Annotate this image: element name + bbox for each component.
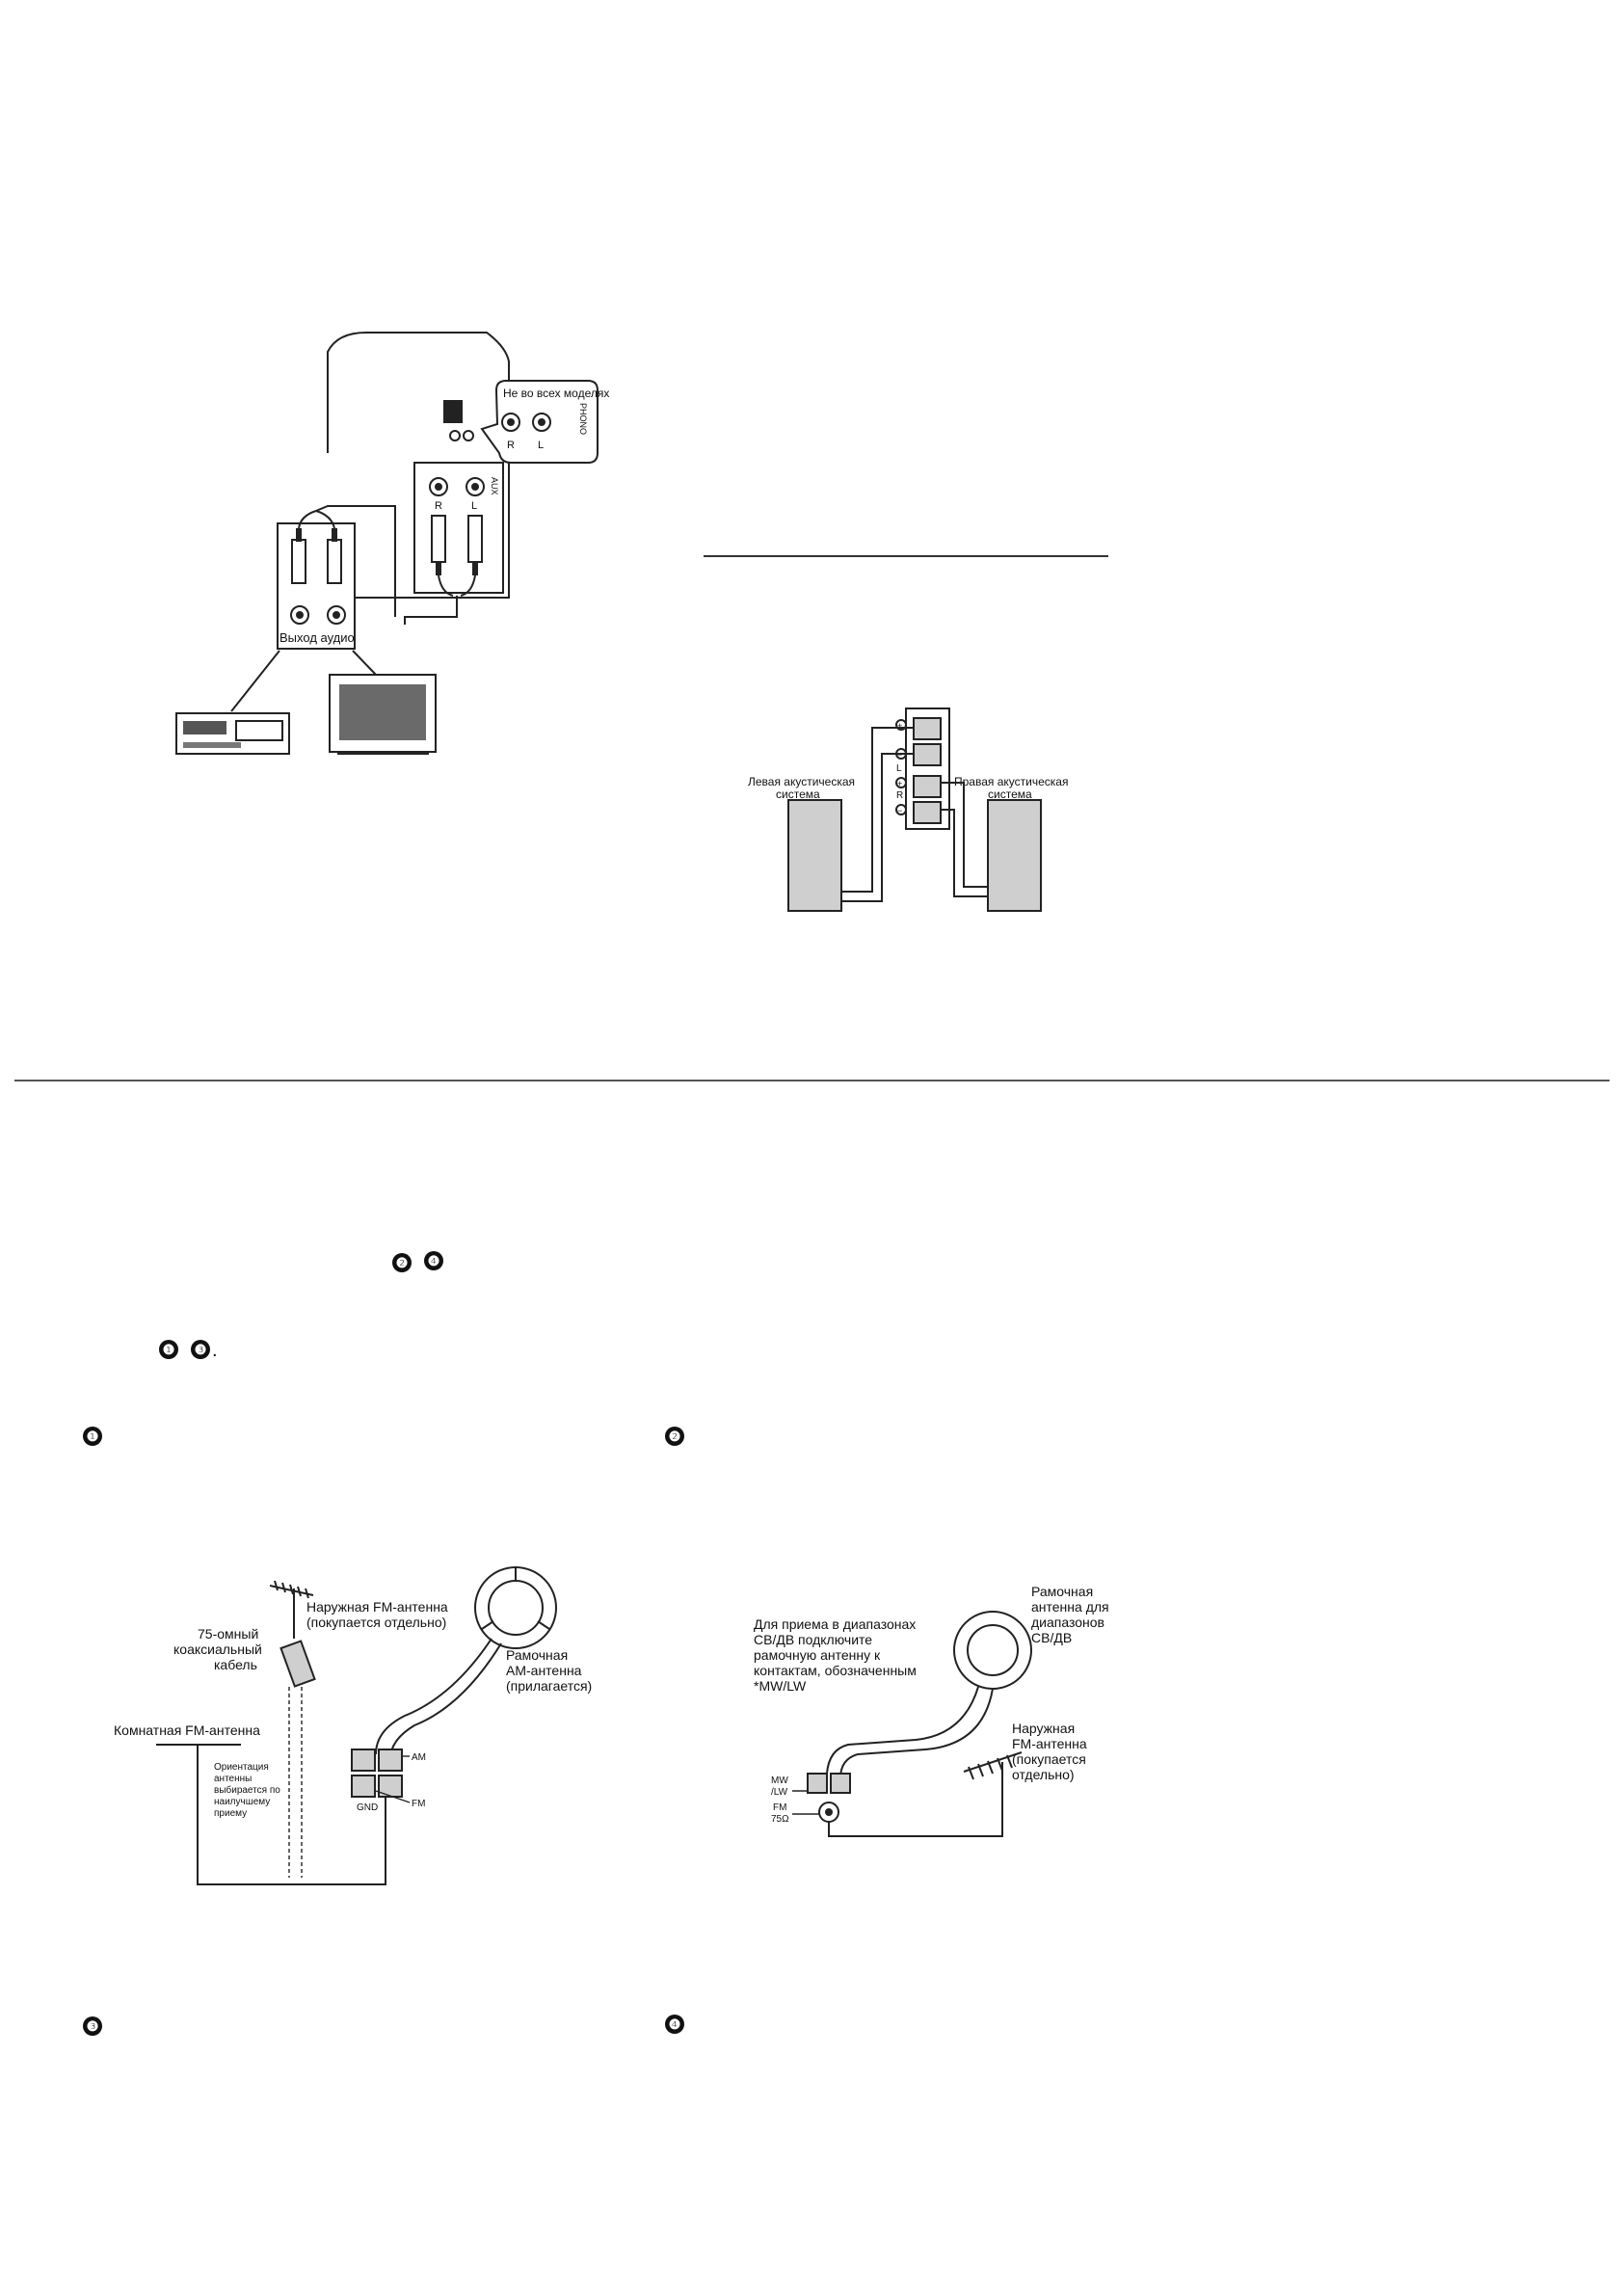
audio-out-label: Выход аудио xyxy=(279,630,355,645)
svg-text:кабель: кабель xyxy=(214,1657,257,1672)
antenna-terminal-am xyxy=(351,1749,376,1772)
svg-text:(покупается: (покупается xyxy=(1012,1751,1086,1767)
terminal-l-label: L xyxy=(896,763,902,774)
svg-text:MW: MW xyxy=(771,1775,788,1786)
svg-text:диапазонов: диапазонов xyxy=(1031,1615,1104,1630)
aux-vertical-label: AUX xyxy=(490,477,499,495)
svg-text:Ориентация: Ориентация xyxy=(214,1762,269,1773)
section-badge-4: ❹ xyxy=(665,2015,684,2034)
ref-badge-3: ❸ xyxy=(191,1340,210,1359)
svg-text:Рамочная: Рамочная xyxy=(1031,1584,1093,1599)
svg-text:антенна для: антенна для xyxy=(1031,1599,1109,1615)
svg-text:(прилагается): (прилагается) xyxy=(506,1678,592,1694)
svg-text:(покупается отдельно): (покупается отдельно) xyxy=(306,1615,446,1630)
svg-text:Наружная FM-антенна: Наружная FM-антенна xyxy=(306,1599,448,1615)
svg-text:рамочную антенну к: рамочную антенну к xyxy=(754,1647,881,1663)
phono-callout-text: Не во всех моделях xyxy=(503,387,609,400)
svg-text:−: − xyxy=(897,806,902,815)
section-badge-3: ❸ xyxy=(83,2016,102,2036)
svg-text:+: + xyxy=(897,779,902,788)
indoor-fm-label: Комнатная FM-антенна xyxy=(114,1722,260,1738)
svg-text:система: система xyxy=(776,788,820,801)
section-badge-2: ❷ xyxy=(665,1427,684,1446)
svg-text:антенны: антенны xyxy=(214,1774,252,1784)
svg-text:отдельно): отдельно) xyxy=(1012,1767,1075,1782)
svg-text:Рамочная: Рамочная xyxy=(506,1647,568,1663)
svg-text:GND: GND xyxy=(357,1802,378,1813)
coax-label: 75-омный xyxy=(198,1626,258,1642)
svg-text:/LW: /LW xyxy=(771,1787,788,1798)
coax-connector xyxy=(279,1640,316,1688)
svg-text:FM: FM xyxy=(773,1802,786,1813)
ref-badge-1: ❶ xyxy=(159,1340,178,1359)
svg-text:система: система xyxy=(988,788,1032,801)
svg-text:СВ/ДВ: СВ/ДВ xyxy=(1031,1630,1072,1645)
svg-text:FM: FM xyxy=(412,1799,425,1809)
aux-l-label: L xyxy=(471,500,477,512)
svg-text:АМ-антенна: АМ-антенна xyxy=(506,1663,582,1678)
terminal-r-label: R xyxy=(896,790,903,801)
svg-text:*MW/LW: *MW/LW xyxy=(754,1678,807,1694)
aux-jack-l xyxy=(463,430,474,441)
right-speaker xyxy=(987,799,1042,912)
phono-l-label: L xyxy=(538,440,544,451)
ref-badge-4: ❹ xyxy=(424,1251,443,1270)
phono-vertical-label: PHONO xyxy=(578,403,588,435)
ref-badge-2: ❷ xyxy=(392,1253,412,1272)
aux-jack-r xyxy=(449,430,461,441)
svg-text:FM-антенна: FM-антенна xyxy=(1012,1736,1087,1751)
ref-period: . xyxy=(212,1340,218,1361)
svg-text:коаксиальный: коаксиальный xyxy=(173,1642,262,1657)
svg-text:контактам, обозначенным: контактам, обозначенным xyxy=(754,1663,917,1678)
section-badge-1: ❶ xyxy=(83,1427,102,1446)
svg-text:СВ/ДВ подключите: СВ/ДВ подключите xyxy=(754,1632,872,1647)
left-speaker xyxy=(787,799,842,912)
svg-text:75Ω: 75Ω xyxy=(771,1814,789,1825)
svg-text:приему: приему xyxy=(214,1808,247,1819)
right-speaker-label: Правая акустическая xyxy=(954,775,1068,788)
main-unit-outline xyxy=(327,332,510,599)
mw-lw-terminal xyxy=(807,1773,828,1794)
svg-text:+: + xyxy=(897,721,902,731)
svg-text:Наружная: Наружная xyxy=(1012,1721,1075,1736)
mw-lw-instruction: Для приема в диапазонах xyxy=(754,1616,916,1632)
left-speaker-label: Левая акустическая xyxy=(748,775,855,788)
svg-text:наилучшему: наилучшему xyxy=(214,1797,270,1807)
phono-socket-block xyxy=(443,400,463,423)
svg-text:выбирается по: выбирается по xyxy=(214,1784,280,1796)
phono-r-label: R xyxy=(507,440,515,451)
section-divider xyxy=(14,1080,1610,1081)
svg-text:AM: AM xyxy=(412,1752,426,1763)
aux-r-label: R xyxy=(435,500,442,512)
